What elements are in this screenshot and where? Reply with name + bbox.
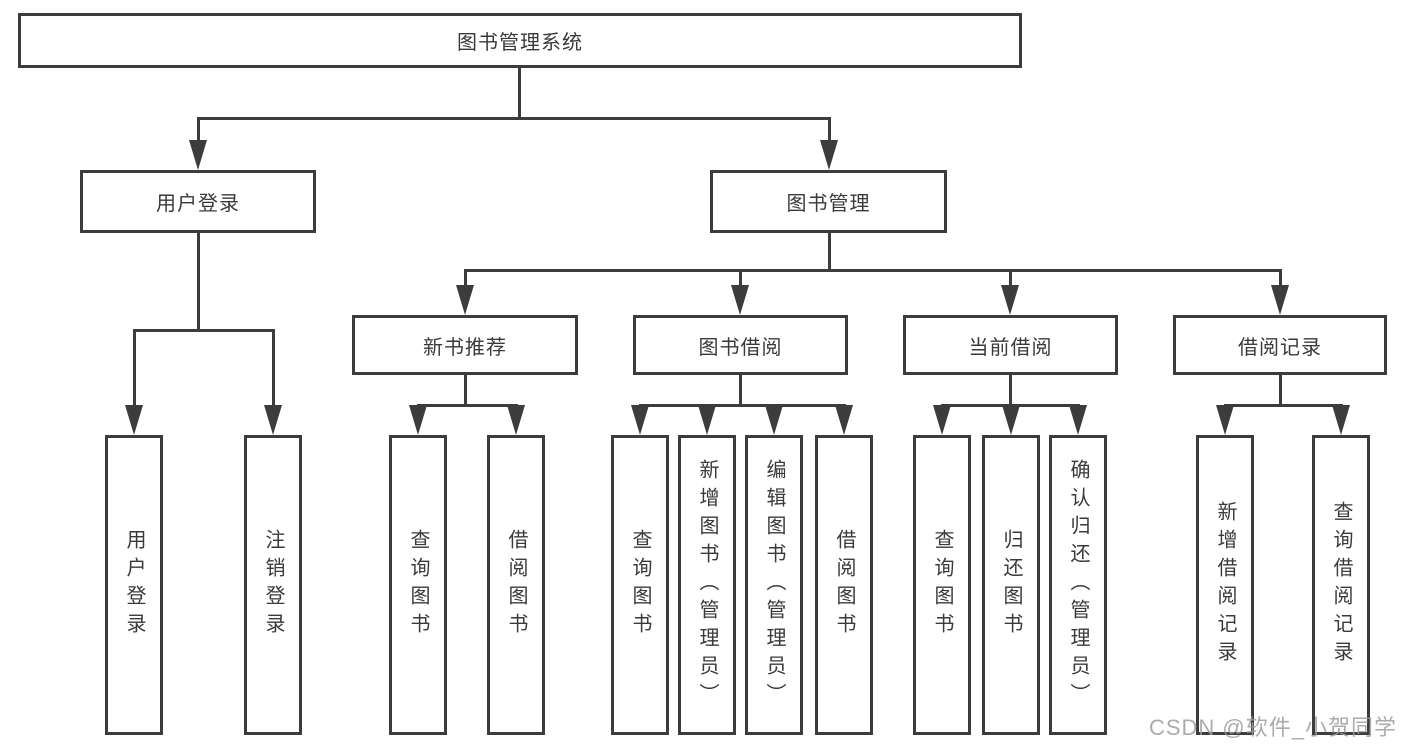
leaf-borrow-books: 借阅图书 bbox=[815, 435, 873, 735]
arrowhead-leaf-user-login bbox=[125, 405, 143, 435]
leaf-add-borrow-record: 新增借阅记录 bbox=[1196, 435, 1254, 735]
arrowhead-leaf-logout bbox=[264, 405, 282, 435]
leaf-user-login-label: 用户登录 bbox=[123, 529, 145, 641]
node-book-borrow-label: 图书借阅 bbox=[698, 336, 783, 359]
arrowhead-nb-query bbox=[409, 405, 427, 435]
node-new-book-recommend: 新书推荐 bbox=[352, 315, 578, 375]
arrowhead-br-add bbox=[1216, 405, 1234, 435]
node-user-login-label: 用户登录 bbox=[156, 193, 240, 215]
arrowhead-bb-edit bbox=[765, 405, 783, 435]
arrowhead-cb-return bbox=[1002, 405, 1020, 435]
arrowhead-bb-query bbox=[631, 405, 649, 435]
leaf-query-borrow-record: 查询借阅记录 bbox=[1312, 435, 1370, 735]
node-current-borrow-label: 当前借阅 bbox=[968, 336, 1053, 359]
csdn-watermark: CSDN @软件_小贺同学 bbox=[1148, 715, 1397, 740]
arrowhead-cb-confirm bbox=[1069, 405, 1087, 435]
connector-drop-current-borrow bbox=[1009, 269, 1012, 287]
connector-drop-user-login bbox=[197, 117, 200, 143]
arrowhead-br-query bbox=[1332, 405, 1350, 435]
leaf-edit-books-admin: 编辑图书（管理员） bbox=[745, 435, 803, 735]
leaf-return-books-label: 归还图书 bbox=[1000, 529, 1022, 641]
connector-new-book-stub bbox=[464, 375, 467, 406]
leaf-add-books-admin-label: 新增图书（管理员） bbox=[696, 459, 718, 711]
leaf-confirm-return-admin: 确认归还（管理员） bbox=[1049, 435, 1107, 735]
connector-borrow-records-bar bbox=[1224, 404, 1343, 407]
leaf-current-query-books-label: 查询图书 bbox=[931, 529, 953, 641]
connector-drop-book-management bbox=[828, 117, 831, 143]
leaf-newbook-query-books: 查询图书 bbox=[389, 435, 447, 735]
connector-drop-leaf-logout bbox=[272, 329, 275, 407]
leaf-newbook-query-books-label: 查询图书 bbox=[407, 529, 429, 641]
connector-drop-leaf-user-login bbox=[133, 329, 136, 407]
connector-book-management-stub bbox=[828, 233, 831, 271]
leaf-borrow-query-books-label: 查询图书 bbox=[629, 529, 651, 641]
node-new-book-recommend-label: 新书推荐 bbox=[423, 336, 507, 359]
connector-borrow-records-stub bbox=[1279, 375, 1282, 406]
connector-drop-new-book bbox=[464, 269, 467, 287]
connector-root-stub bbox=[518, 68, 521, 118]
arrowhead-bb-add bbox=[698, 405, 716, 435]
node-borrow-records-label: 借阅记录 bbox=[1238, 336, 1322, 359]
node-book-management-label: 图书管理 bbox=[786, 193, 871, 215]
arrowhead-nb-borrow bbox=[507, 405, 525, 435]
leaf-return-books: 归还图书 bbox=[982, 435, 1040, 735]
node-current-borrow: 当前借阅 bbox=[903, 315, 1118, 375]
arrowhead-user-login bbox=[189, 140, 207, 170]
leaf-borrow-books-label: 借阅图书 bbox=[833, 529, 855, 641]
leaf-current-query-books: 查询图书 bbox=[913, 435, 971, 735]
node-library-system-label: 图书管理系统 bbox=[457, 32, 583, 54]
connector-level2-bar bbox=[464, 269, 1282, 272]
connector-new-book-bar bbox=[417, 404, 518, 407]
leaf-logout: 注销登录 bbox=[244, 435, 302, 735]
arrowhead-borrow-records bbox=[1271, 285, 1289, 315]
arrowhead-book-borrow bbox=[731, 285, 749, 315]
leaf-newbook-borrow-books-label: 借阅图书 bbox=[505, 529, 527, 641]
arrowhead-book-management bbox=[820, 140, 838, 170]
node-library-system: 图书管理系统 bbox=[18, 13, 1022, 68]
leaf-newbook-borrow-books: 借阅图书 bbox=[487, 435, 545, 735]
leaf-borrow-query-books: 查询图书 bbox=[611, 435, 669, 735]
leaf-add-books-admin: 新增图书（管理员） bbox=[678, 435, 736, 735]
connector-user-login-bar bbox=[133, 329, 275, 332]
arrowhead-cb-query bbox=[933, 405, 951, 435]
leaf-add-borrow-record-label: 新增借阅记录 bbox=[1214, 501, 1236, 669]
leaf-query-borrow-record-label: 查询借阅记录 bbox=[1330, 501, 1352, 669]
connector-level1-bar bbox=[197, 117, 831, 120]
connector-drop-borrow-records bbox=[1279, 269, 1282, 287]
leaf-logout-label: 注销登录 bbox=[262, 529, 284, 641]
connector-book-borrow-bar bbox=[639, 404, 846, 407]
node-book-borrow: 图书借阅 bbox=[633, 315, 848, 375]
arrowhead-current-borrow bbox=[1001, 285, 1019, 315]
connector-user-login-stub bbox=[197, 233, 200, 331]
node-borrow-records: 借阅记录 bbox=[1173, 315, 1387, 375]
node-book-management: 图书管理 bbox=[710, 170, 947, 233]
arrowhead-new-book bbox=[456, 285, 474, 315]
node-user-login: 用户登录 bbox=[80, 170, 316, 233]
connector-book-borrow-stub bbox=[739, 375, 742, 406]
leaf-confirm-return-admin-label: 确认归还（管理员） bbox=[1067, 459, 1089, 711]
leaf-edit-books-admin-label: 编辑图书（管理员） bbox=[763, 459, 785, 711]
leaf-user-login: 用户登录 bbox=[105, 435, 163, 735]
connector-drop-book-borrow bbox=[739, 269, 742, 287]
connector-current-borrow-stub bbox=[1009, 375, 1012, 406]
arrowhead-bb-borrow bbox=[835, 405, 853, 435]
